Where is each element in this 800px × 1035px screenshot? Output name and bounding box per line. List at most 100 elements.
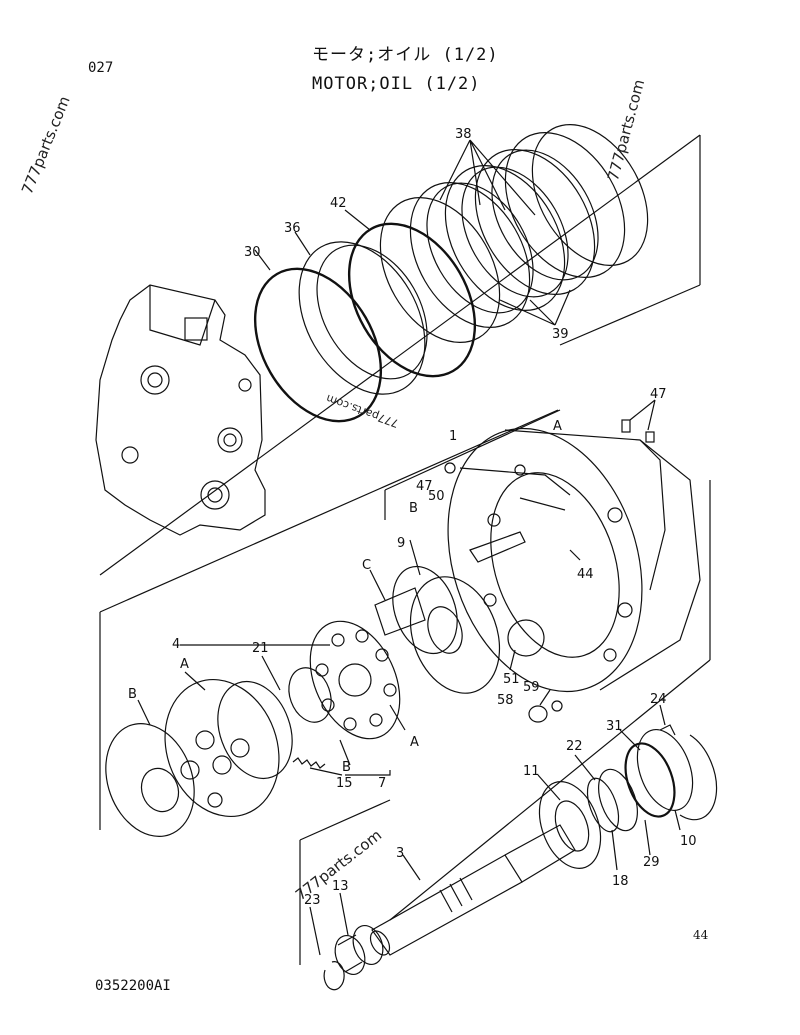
callout-11: 11	[523, 764, 540, 779]
leader-36	[294, 231, 311, 256]
leader-9	[409, 539, 421, 576]
callout-21: 21	[252, 641, 269, 656]
clip-24	[659, 724, 676, 736]
callout-47-right: 47	[650, 387, 667, 402]
ring-36-inner	[316, 244, 428, 380]
callout-1: 1	[449, 429, 457, 444]
callout-c: C	[362, 558, 371, 573]
callout-a-upper: A	[553, 419, 562, 434]
seal-31	[636, 729, 694, 811]
drawing-number: 0352200AI	[95, 978, 171, 994]
o-ring-30	[253, 267, 383, 423]
leader-10	[674, 809, 681, 831]
snap-ring-10	[679, 734, 718, 821]
leaders-47-right	[629, 399, 656, 431]
leader-23	[309, 906, 321, 956]
retainer-plate-7	[309, 620, 401, 740]
leader-51	[509, 649, 516, 671]
leader-4-a	[184, 671, 206, 691]
page-code: 027	[88, 60, 114, 76]
valve-housing	[95, 284, 266, 536]
leader-30	[254, 249, 271, 271]
leaders-38	[439, 139, 536, 216]
callout-22: 22	[566, 739, 583, 754]
leader-42	[344, 209, 371, 231]
leader-c	[369, 569, 386, 601]
leader-13	[339, 892, 349, 936]
leader-24	[659, 704, 666, 726]
spacer-18	[598, 768, 638, 832]
leader-22	[574, 754, 596, 781]
callout-59: 59	[523, 680, 540, 695]
ring-36	[298, 241, 426, 395]
callout-9: 9	[397, 536, 405, 551]
plug-58	[528, 705, 548, 723]
title-english: MOTOR;OIL (1/2)	[312, 74, 481, 94]
callout-39: 39	[552, 327, 569, 342]
leader-7-a	[389, 704, 406, 731]
callout-b-mid: B	[342, 760, 351, 775]
leader-3	[402, 854, 421, 881]
callout-10: 10	[680, 834, 697, 849]
leader-11	[537, 774, 561, 801]
leader-47-left	[459, 467, 571, 496]
valve-plate	[105, 723, 195, 837]
leader-31	[619, 729, 641, 751]
callout-15: 15	[336, 776, 353, 791]
leader-4-b	[137, 699, 151, 726]
snap-ring-23	[323, 961, 345, 991]
callout-23: 23	[304, 893, 321, 908]
callout-47-left: 47	[416, 479, 433, 494]
callout-44: 44	[577, 567, 594, 582]
frame-inner-b	[384, 409, 561, 491]
leader-7-bar	[345, 770, 391, 776]
callout-3: 3	[396, 846, 404, 861]
leader-7-b	[339, 739, 351, 766]
leader-50	[519, 497, 566, 511]
spring-15	[292, 757, 326, 769]
callout-38: 38	[455, 127, 472, 142]
callout-50: 50	[428, 489, 445, 504]
plate-stack-38-39	[379, 123, 649, 343]
callout-36: 36	[284, 221, 301, 236]
callout-18: 18	[612, 874, 629, 889]
piston-assembly-4	[164, 678, 293, 818]
ball-51	[507, 619, 545, 657]
leader-59	[539, 689, 551, 706]
bolt-47-set	[444, 419, 655, 474]
o-ring-42	[347, 222, 477, 378]
callout-24: 24	[650, 692, 667, 707]
callout-b-upper: B	[409, 501, 418, 516]
frame-upper-left-diagonal	[99, 134, 701, 576]
leader-29	[644, 819, 651, 856]
title-japanese: モータ;オイル (1/2)	[312, 45, 499, 65]
callout-b-left: B	[128, 687, 137, 702]
frame-mid-bottom	[389, 659, 711, 921]
callout-29: 29	[643, 855, 660, 870]
callout-42: 42	[330, 196, 347, 211]
callout-51: 51	[503, 672, 520, 687]
callout-30: 30	[244, 245, 261, 260]
callout-a-left: A	[180, 657, 189, 672]
plug-50	[469, 531, 526, 563]
frame-mid-top	[99, 409, 559, 613]
callout-4: 4	[172, 637, 180, 652]
o-ring-29	[624, 742, 676, 818]
leaders-39	[499, 289, 571, 326]
leader-18	[611, 829, 618, 871]
callout-a-mid: A	[410, 735, 419, 750]
leader-44	[569, 549, 581, 561]
collar-13	[334, 925, 384, 975]
frame-upper-bottom	[559, 284, 701, 346]
cylinder-block-9	[374, 565, 501, 694]
callout-31: 31	[606, 719, 623, 734]
leader-15	[309, 767, 343, 776]
callout-58: 58	[497, 693, 514, 708]
frame-lower-top	[299, 799, 391, 841]
o-ring-59	[551, 700, 563, 712]
bearing-11	[538, 781, 602, 869]
motor-housing-1	[447, 427, 701, 693]
callout-13: 13	[332, 879, 349, 894]
